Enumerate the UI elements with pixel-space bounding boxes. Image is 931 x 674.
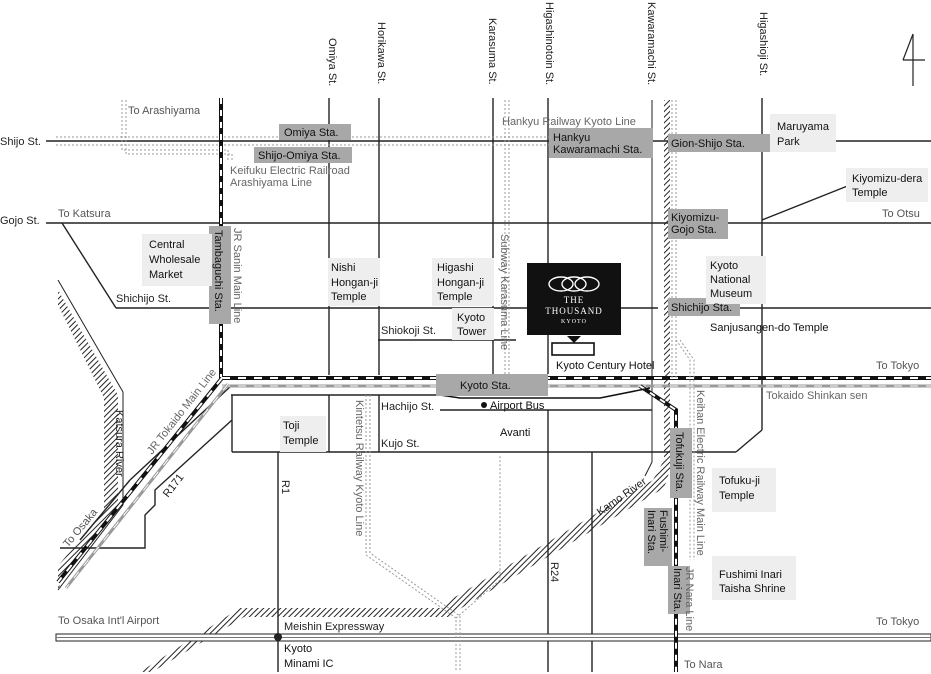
landmark-avanti: Avanti (500, 427, 530, 439)
place-sanjusangendo: Sanjusangen-do Temple (710, 322, 828, 334)
station-kiyomizu-gojo-2: Gojo Sta. (671, 224, 717, 236)
street-omiya: Omiya St. (326, 38, 338, 86)
rail-keifuku-2: Arashiyama Line (230, 177, 312, 189)
landmark-minami-ic-2: Minami IC (284, 658, 334, 670)
road-r24: R24 (548, 562, 560, 582)
kamo-river (140, 100, 670, 672)
vertical-street-labels: Omiya St. Horikawa St. Karasuma St. Higa… (326, 2, 769, 86)
place-toji-2: Temple (283, 435, 318, 447)
place-boxes (142, 114, 928, 600)
street-kujo: Kujo St. (381, 438, 420, 450)
dir-to-katsura: To Katsura (58, 208, 111, 220)
rail-subway-karasuma: Subway Karasuma Line (498, 234, 510, 350)
dir-to-nara: To Nara (684, 659, 723, 671)
place-fushimi-inari-2: Taisha Shrine (719, 583, 786, 595)
street-hachijo: Hachijo St. (381, 401, 434, 413)
street-shijo: Shijo St. (0, 136, 41, 148)
station-inari: Inari Sta. (671, 568, 683, 612)
dir-to-tokyo-expressway: To Tokyo (876, 616, 919, 628)
landmark-century-hotel: Kyoto Century Hotel (556, 360, 654, 372)
station-shijo-omiya: Shijo-Omiya Sta. (258, 150, 341, 162)
road-r171: R171 (161, 472, 187, 500)
place-tower-1: Kyoto (457, 312, 485, 324)
landmark-minami-ic-1: Kyoto (284, 643, 312, 655)
rail-jr-nara: JR Nara Line (683, 567, 695, 631)
rail-keihan: Keihan Electric Railway Main Line (694, 390, 706, 556)
meishin-expressway (55, 633, 931, 642)
street-gojo: Gojo St. (0, 215, 40, 227)
station-hankyu-kawaramachi-2: Kawaramachi Sta. (553, 144, 642, 156)
station-tofukuji: Tofukuji Sta. (673, 432, 685, 492)
place-toji-1: Toji (283, 420, 300, 432)
kyoto-century-hotel-building (551, 342, 595, 356)
street-higashioji: Higashioji St. (757, 12, 769, 76)
station-hankyu-kawaramachi-1: Hankyu (553, 132, 590, 144)
place-tower-2: Tower (457, 326, 487, 338)
street-higashinotoin: Higashinotoin St. (543, 2, 555, 85)
infinity-logo-icon (548, 276, 600, 292)
station-omiya: Omiya Sta. (284, 127, 338, 139)
rail-hankyu: Hankyu Railway Kyoto Line (502, 116, 636, 128)
place-tofukuji-1: Tofuku-ji (719, 475, 760, 487)
place-fushimi-inari-1: Fushimi Inari (719, 569, 782, 581)
place-nishi-1: Nishi (331, 262, 355, 274)
station-shichijo: Shichijo Sta. (671, 302, 732, 314)
dir-to-otsu: To Otsu (882, 208, 920, 220)
airport-bus-stop-icon (481, 402, 487, 408)
street-karasuma: Karasuma St. (486, 18, 498, 85)
kyoto-minami-ic-marker (274, 633, 282, 641)
place-higashi-2: Hongan-ji (437, 277, 484, 289)
place-higashi-1: Higashi (437, 262, 474, 274)
hotel-name-2: THOUSAND (545, 306, 603, 316)
station-kiyomizu-gojo-1: Kiyomizu- (671, 212, 720, 224)
place-nishi-2: Hongan-ji (331, 277, 378, 289)
the-thousand-kyoto-hotel: THE THOUSAND KYOTO (527, 263, 621, 343)
station-kyoto: Kyoto Sta. (460, 380, 511, 392)
horizontal-street-labels: Shijo St. Gojo St. Shichijo St. Shiokoji… (0, 136, 436, 450)
railway-labels: Hankyu Railway Kyoto Line Keifuku Electr… (145, 116, 868, 631)
river-katsura: Katsura River (113, 410, 125, 477)
station-tambaguchi: Tambaguchi Sta. (212, 230, 224, 312)
street-horikawa: Horikawa St. (375, 22, 387, 84)
rail-keifuku-1: Keifuku Electric Railroad (230, 165, 350, 177)
place-maruyama-2: Park (777, 136, 800, 148)
station-boxes (209, 124, 782, 614)
dir-to-tokyo-rail: To Tokyo (876, 360, 919, 372)
place-museum-1: Kyoto (710, 260, 738, 272)
rail-jr-sanin: JR Sanin Main Line (231, 228, 243, 323)
place-museum-3: Museum (710, 288, 752, 300)
street-shiokoji: Shiokoji St. (381, 325, 436, 337)
station-labels: Omiya Sta. Shijo-Omiya Sta. Hankyu Kawar… (212, 127, 745, 612)
place-nishi-3: Temple (331, 291, 366, 303)
north-arrow-icon (902, 33, 925, 86)
place-market-2: Wholesale (149, 254, 200, 266)
rail-kintetsu: Kintetsu Railway Kyoto Line (353, 400, 365, 536)
road-r1: R1 (279, 480, 291, 494)
landmark-labels: Kyoto Century Hotel Airport Bus Avanti K… (284, 360, 654, 670)
hotel-city: KYOTO (561, 319, 587, 325)
place-higashi-3: Temple (437, 291, 472, 303)
dir-to-arashiyama: To Arashiyama (128, 105, 201, 117)
place-kiyomizudera-2: Temple (852, 187, 887, 199)
landmark-airport-bus: Airport Bus (490, 400, 545, 412)
station-fushimi-inari-1: Fushimi- (657, 510, 669, 553)
place-market-3: Market (149, 269, 183, 281)
place-maruyama-1: Maruyama (777, 121, 830, 133)
place-labels: Maruyama Park Kiyomizu-dera Temple Centr… (149, 121, 923, 595)
street-shichijo: Shichijo St. (116, 293, 171, 305)
road-expressway: Meishin Expressway (284, 621, 385, 633)
rail-shinkansen: Tokaido Shinkan sen (766, 390, 868, 402)
place-museum-2: National (710, 274, 750, 286)
place-tofukuji-2: Temple (719, 490, 754, 502)
street-kawaramachi: Kawaramachi St. (645, 2, 657, 85)
hotel-name-1: THE (564, 295, 585, 305)
station-gion-shijo: Gion-Shijo Sta. (671, 138, 745, 150)
dir-to-osaka-airport: To Osaka Int'l Airport (58, 615, 159, 627)
station-fushimi-inari-2: Inari Sta. (645, 510, 657, 554)
place-market-1: Central (149, 239, 184, 251)
place-kiyomizudera-1: Kiyomizu-dera (852, 173, 923, 185)
